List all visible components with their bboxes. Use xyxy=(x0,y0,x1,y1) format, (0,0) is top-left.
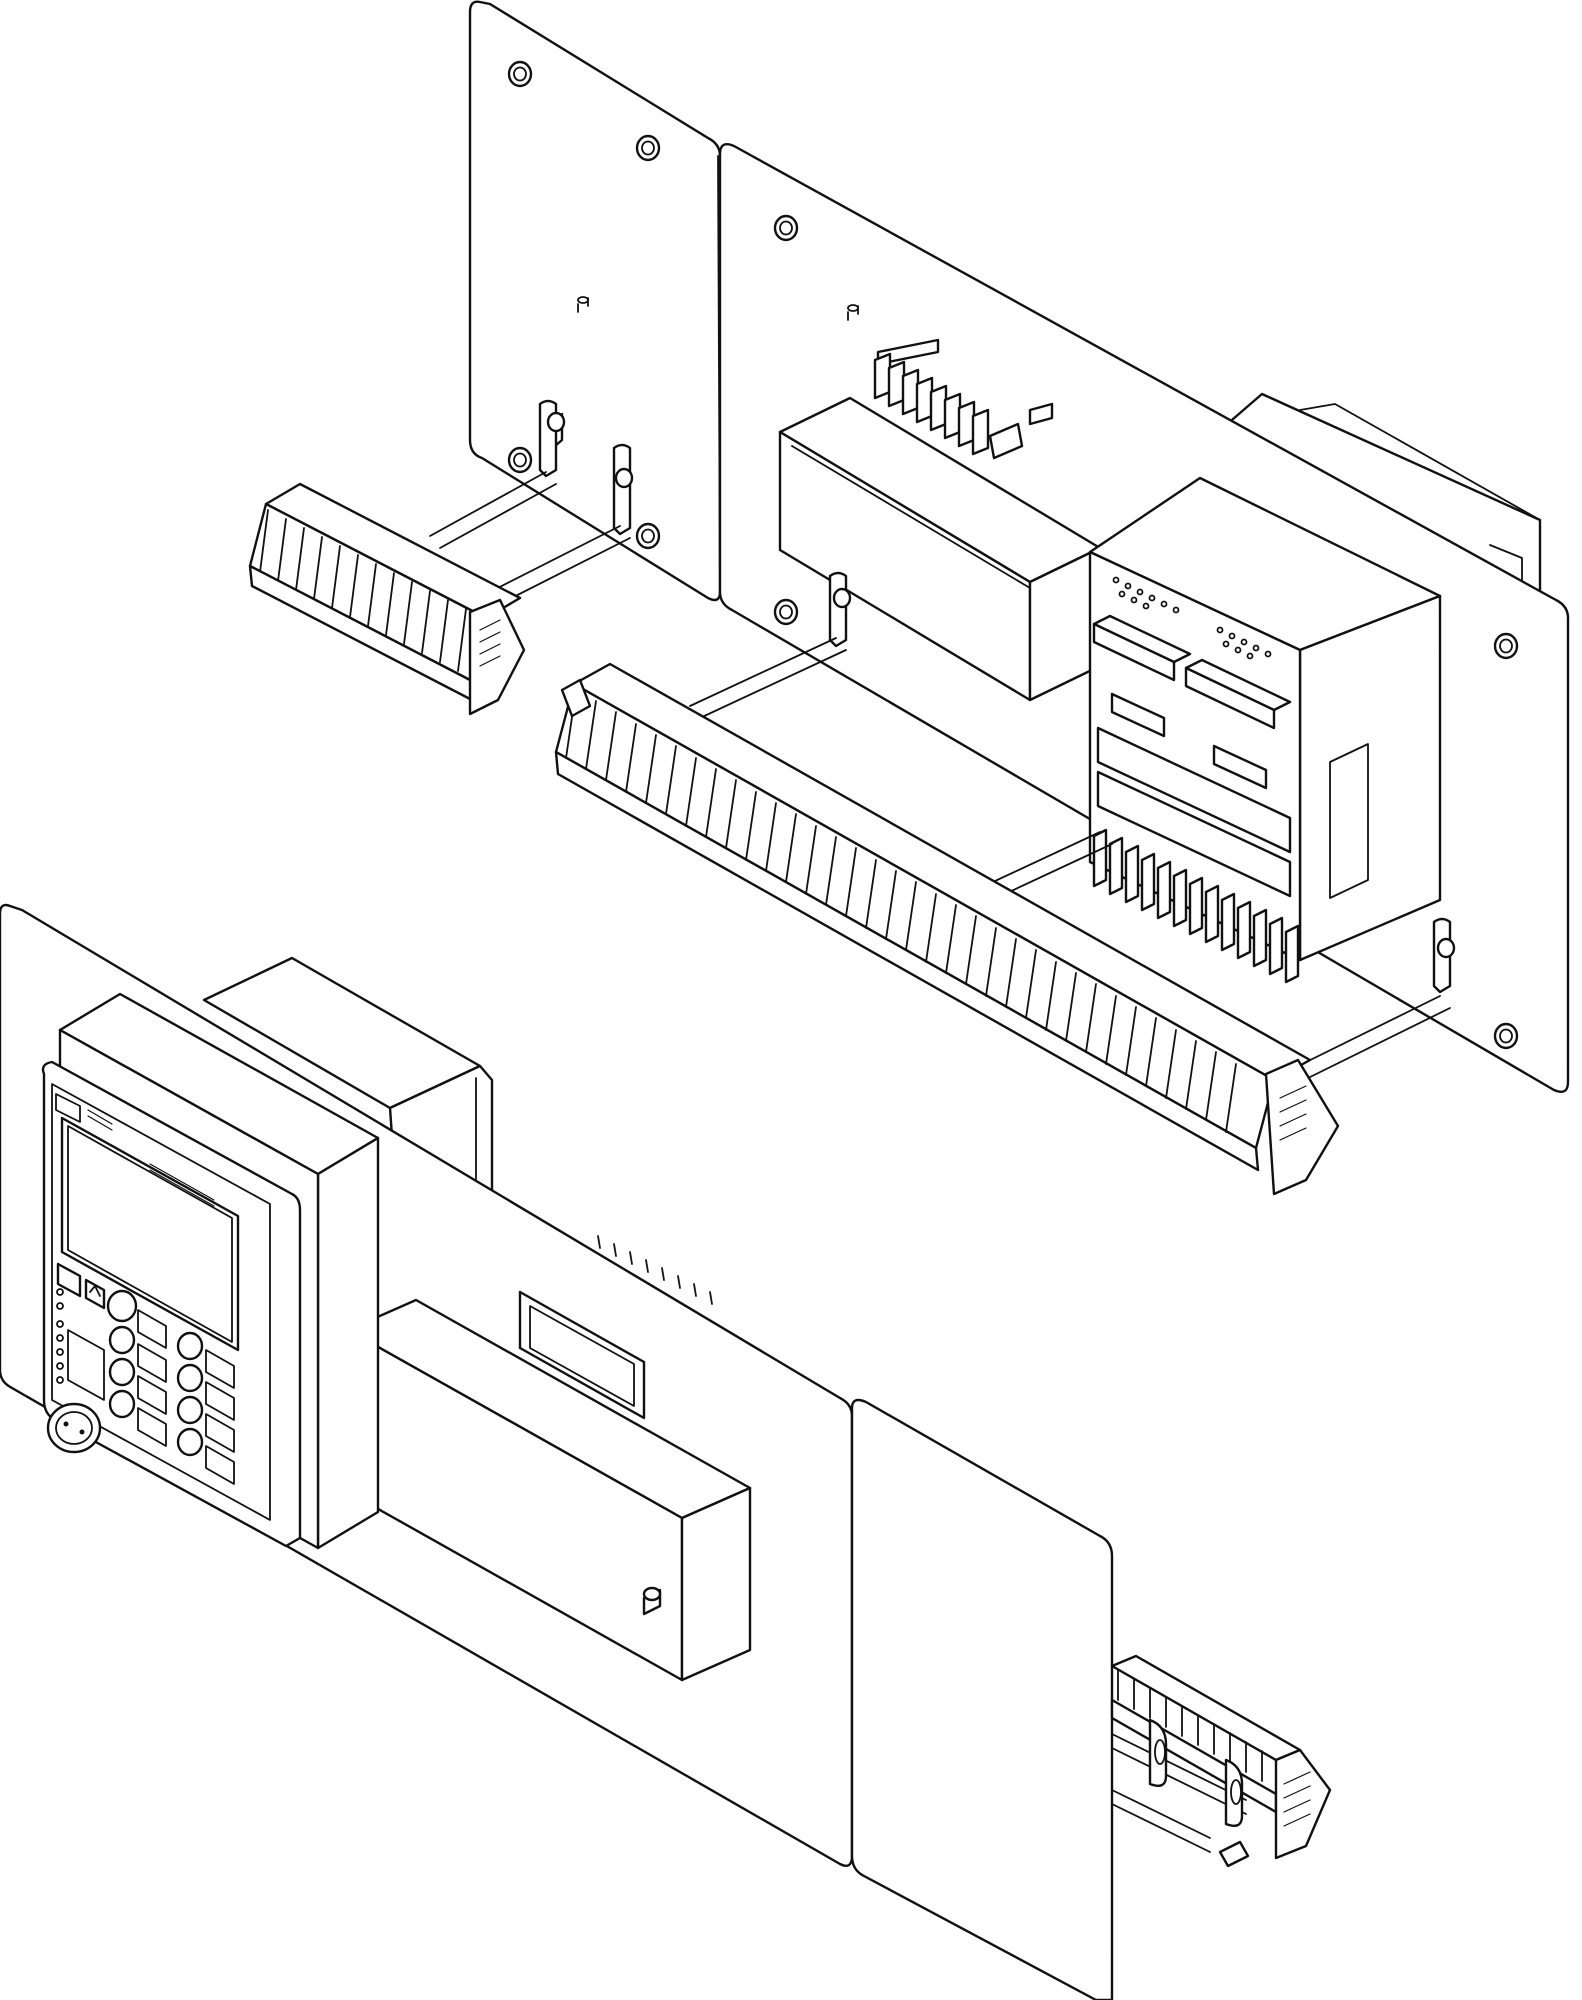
function-key-icon[interactable] xyxy=(176,1395,235,1453)
led-indicator-icon xyxy=(56,1320,64,1328)
usb-port-icon[interactable] xyxy=(46,1402,102,1454)
upper-plate-screws xyxy=(507,60,1519,1050)
mounting-screw-icon xyxy=(1493,632,1519,660)
function-key-icon[interactable] xyxy=(108,1389,167,1447)
upper-small-terminal-block xyxy=(873,338,1054,460)
lower-panel-assembly xyxy=(0,903,1332,2000)
led-indicator-icon xyxy=(56,1302,64,1310)
upper-din-rails xyxy=(429,399,1456,1083)
relay-unit xyxy=(1088,476,1442,984)
mounting-screw-icon xyxy=(1493,1022,1519,1050)
mounting-screw-icon xyxy=(773,598,799,626)
threaded-stud-icon xyxy=(642,1586,662,1616)
relay-ventilation-holes xyxy=(1112,576,1272,660)
function-key-icon[interactable] xyxy=(176,1331,235,1389)
mounting-screw-icon xyxy=(507,60,533,88)
upper-left-terminal-strip xyxy=(248,482,526,716)
hmi-keypad[interactable] xyxy=(67,1289,235,1485)
led-indicator-icon xyxy=(56,1288,64,1296)
hmi-operator-panel xyxy=(41,992,380,1550)
function-key-icon[interactable] xyxy=(106,1289,167,1349)
function-key-icon[interactable] xyxy=(108,1325,167,1383)
hmi-status-leds xyxy=(56,1288,64,1384)
upper-panel-assembly xyxy=(248,0,1570,1196)
relay-connector-row-2 xyxy=(1110,692,1268,790)
mounting-screw-icon xyxy=(635,522,661,550)
led-indicator-icon xyxy=(56,1362,64,1370)
led-indicator-icon xyxy=(56,1348,64,1356)
mounting-screw-icon xyxy=(832,587,852,609)
upper-plate-pins xyxy=(577,296,859,321)
plate-label-window xyxy=(518,1290,646,1420)
home-key-icon[interactable] xyxy=(84,1278,106,1310)
hmi-display-screen xyxy=(60,1116,240,1352)
function-key-icon[interactable] xyxy=(108,1357,167,1415)
junction-box xyxy=(334,1298,752,1682)
function-key-icon[interactable] xyxy=(176,1427,235,1485)
function-key-icon[interactable] xyxy=(176,1363,235,1421)
mounting-screw-icon xyxy=(1436,937,1456,959)
mounting-screw-icon xyxy=(546,411,566,433)
mounting-screw-icon xyxy=(635,134,661,162)
function-key-icon[interactable] xyxy=(56,1262,82,1298)
upper-long-terminal-strip xyxy=(554,662,1340,1196)
plate-slot-row xyxy=(597,1235,713,1305)
led-indicator-icon xyxy=(56,1376,64,1384)
relay-bottom-terminals xyxy=(1092,828,1300,984)
lower-right-mounting-plate xyxy=(850,1398,1114,2000)
mounting-screw-icon xyxy=(614,467,634,489)
upper-cable-duct xyxy=(778,396,1102,702)
mounting-screw-icon xyxy=(773,214,799,242)
lower-terminal-strip xyxy=(1110,1654,1332,1868)
mounting-screw-icon xyxy=(507,446,533,474)
relay-connector-row-1 xyxy=(1092,614,1292,730)
led-indicator-icon xyxy=(56,1334,64,1342)
